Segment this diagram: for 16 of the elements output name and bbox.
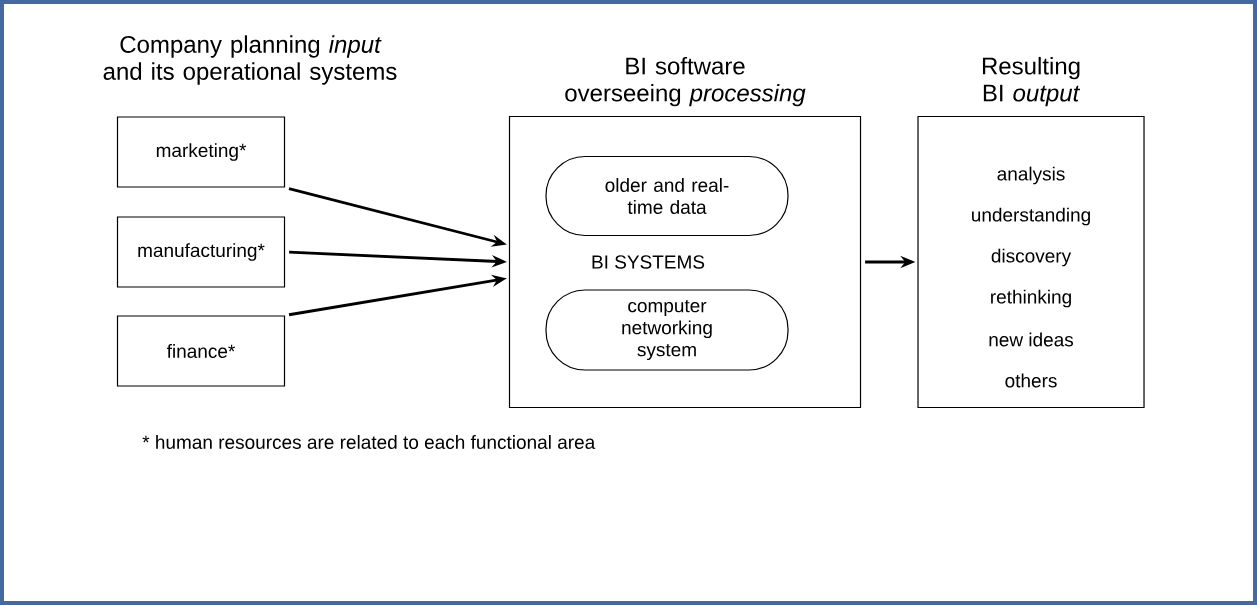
heading: Company planning input and its operational systems [103,35,397,85]
footnote: * human resources are related to each functional area [142,435,596,449]
rounded-box: older and real-time data [545,155,789,237]
list-item: rethinking [991,289,1071,308]
process-box: manufacturing* [116,216,286,288]
box-heading: BI software overseeing processing [565,56,806,107]
process-box: finance* [116,315,286,387]
list-item: new ideas [989,332,1074,347]
rounded-box: computer networking system [545,289,789,371]
box-heading: Resulting BI output [982,56,1081,107]
list-item: analysis [997,166,1065,185]
box-label: BI SYSTEMS [592,255,705,269]
list-item: understanding [972,207,1090,226]
list-item: others [1005,373,1057,388]
list-item: discovery [991,248,1072,267]
process-box: marketing* [116,116,286,188]
